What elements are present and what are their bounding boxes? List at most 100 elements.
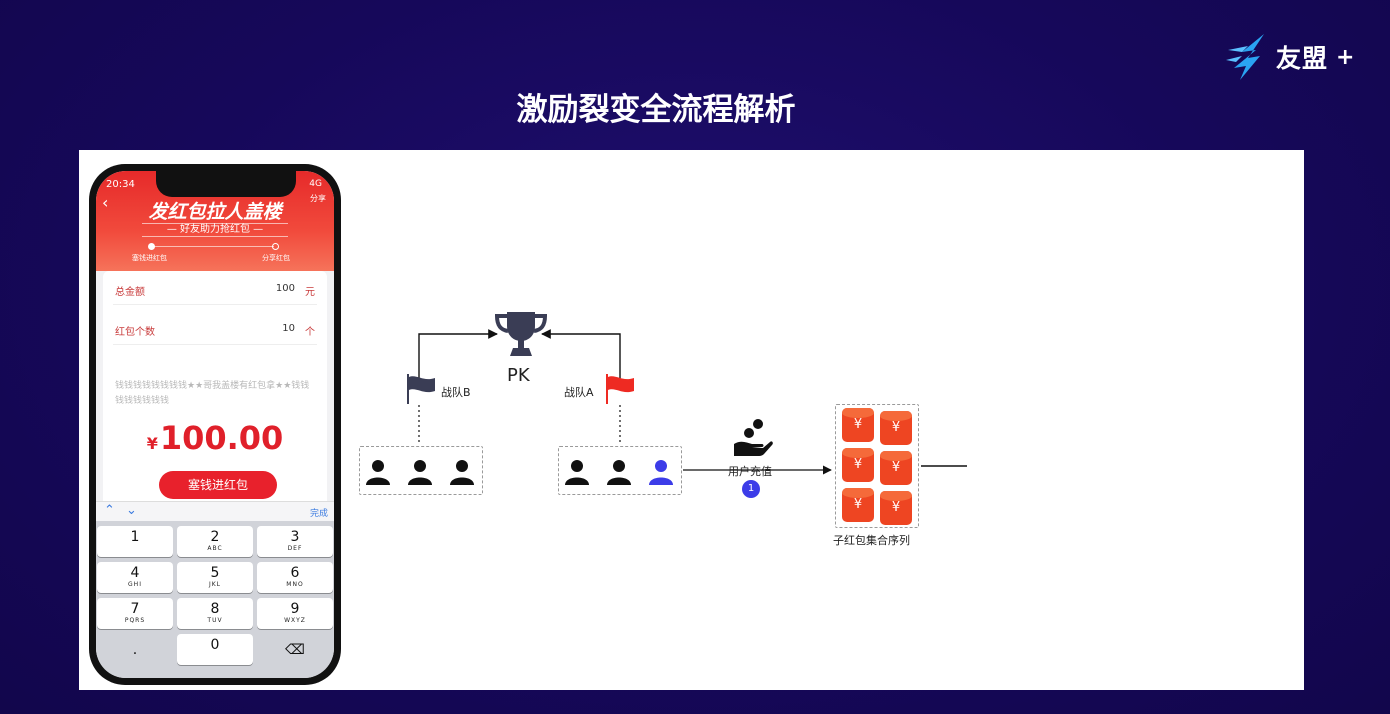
key-digit: 5 (210, 565, 220, 581)
pk-label: PK (507, 365, 530, 386)
status-time: 20:34 (106, 179, 135, 190)
banner-subtitle: — 好友助力抢红包 — (142, 223, 288, 237)
envelope-count-label: 红包个数 (115, 327, 155, 338)
umeng-logo-icon (1226, 34, 1264, 80)
recharge-label: 用户充值 (728, 465, 772, 478)
key-letters: JKL (208, 581, 222, 588)
step-label-2: 分享红包 (262, 254, 290, 262)
key-digit: 8 (210, 601, 220, 617)
brand-name: 友盟 (1276, 44, 1329, 73)
red-envelope-icon: ¥ (842, 448, 874, 482)
red-envelope-icon: ¥ (880, 411, 912, 445)
step-indicator: 塞钱进红包 分享红包 (96, 243, 334, 267)
chevron-down-icon[interactable]: ⌄ (126, 503, 137, 518)
hand-coin-icon (734, 419, 773, 456)
sub-envelope-set: ¥ ¥ ¥ ¥ ¥ ¥ (835, 404, 919, 528)
brand-plus: + (1336, 44, 1355, 70)
envelope-count-unit: 个 (305, 327, 315, 338)
team-b-to-trophy-arrow (418, 329, 498, 385)
team-a-label: 战队A (564, 386, 594, 399)
key-letters: DEF (287, 545, 303, 552)
red-envelope-icon: ¥ (880, 451, 912, 485)
key-digit: 7 (130, 601, 140, 617)
user-icon (565, 460, 589, 485)
key-digit: 1 (130, 529, 140, 545)
total-amount-row[interactable]: 总金额 100 元 (113, 271, 317, 305)
user-icon (366, 460, 390, 485)
keyboard-done-button[interactable]: 完成 (309, 509, 328, 519)
highlighted-user-icon (649, 460, 673, 485)
status-signal: 4G (309, 179, 322, 189)
currency-symbol: ¥ (146, 434, 158, 453)
amount-display: ¥100.00 (103, 419, 327, 457)
key-digit: 2 (210, 529, 220, 545)
brand-logo: 友盟 + (1226, 34, 1354, 80)
share-link[interactable]: 分享 (310, 194, 326, 203)
content-canvas: 发红包拉人盖楼 — 好友助力抢红包 — 塞钱进红包 分享红包 20:34 4G … (79, 150, 1304, 690)
user-icon (408, 460, 432, 485)
slide-title: 激励裂变全流程解析 (516, 92, 796, 128)
backspace-key[interactable]: ⌫ (257, 634, 333, 665)
key-digit: 0 (210, 637, 220, 653)
key-letters: ABC (207, 545, 223, 552)
key-letters: TUV (207, 617, 223, 624)
phone-mockup: 发红包拉人盖楼 — 好友助力抢红包 — 塞钱进红包 分享红包 20:34 4G … (89, 164, 341, 685)
user-icon (450, 460, 474, 485)
banner-title: 发红包拉人盖楼 (148, 201, 282, 223)
red-envelope-icon: ¥ (842, 408, 874, 442)
phone-screen: 发红包拉人盖楼 — 好友助力抢红包 — 塞钱进红包 分享红包 20:34 4G … (96, 171, 334, 678)
step-dot-active (148, 243, 155, 250)
back-chevron-icon[interactable]: ‹ (102, 193, 109, 212)
keyboard-toolbar: ⌃ ⌄ 完成 (96, 501, 334, 521)
amount-value: 100.00 (159, 419, 284, 457)
wish-message-input[interactable]: 钱钱钱钱钱钱钱钱★★哥我盖楼有红包拿★★钱钱钱钱钱钱钱钱 (115, 381, 310, 406)
step-number-badge: 1 (742, 480, 760, 498)
red-envelope-icon: ¥ (880, 491, 912, 525)
envelope-set-label: 子红包集合序列 (833, 534, 910, 547)
user-icon (607, 460, 631, 485)
chevron-up-icon[interactable]: ⌃ (104, 503, 115, 518)
step-dot-inactive (272, 243, 279, 250)
total-amount-input[interactable]: 100 (275, 283, 295, 294)
key-digit: ⌫ (285, 642, 305, 658)
keypad-key[interactable]: 0 (177, 634, 253, 665)
team-a-to-trophy-arrow (541, 329, 621, 385)
trophy-icon (494, 312, 548, 356)
envelope-count-row[interactable]: 红包个数 10 个 (113, 311, 317, 345)
key-digit: 3 (290, 529, 300, 545)
envelope-count-input[interactable]: 10 (282, 323, 295, 334)
keypad-key[interactable]: . (97, 634, 173, 665)
keypad-key[interactable]: 1 (97, 526, 173, 557)
key-letters: PQRS (124, 617, 146, 624)
team-a-flag-icon (606, 374, 634, 404)
step-line (154, 246, 274, 247)
key-digit: 6 (290, 565, 300, 581)
key-digit: 4 (130, 565, 140, 581)
red-envelope-icon: ¥ (842, 488, 874, 522)
key-letters: MNO (286, 581, 304, 588)
put-money-button[interactable]: 塞钱进红包 (159, 471, 277, 499)
flow-connectors (418, 329, 967, 475)
step-label-1: 塞钱进红包 (132, 254, 167, 262)
key-letters: WXYZ (284, 617, 306, 624)
key-digit: . (132, 642, 138, 658)
phone-notch (156, 171, 296, 197)
envelope-form-card: 总金额 100 元 红包个数 10 个 钱钱钱钱钱钱钱钱★★哥我盖楼有红包拿★★… (103, 271, 327, 509)
key-digit: 9 (290, 601, 300, 617)
team-a-members (558, 446, 682, 495)
team-b-label: 战队B (441, 386, 471, 399)
total-amount-unit: 元 (305, 287, 315, 298)
key-letters: GHI (128, 581, 142, 588)
team-b-members (359, 446, 483, 495)
team-b-flag-icon (407, 374, 435, 404)
total-amount-label: 总金额 (115, 287, 145, 298)
